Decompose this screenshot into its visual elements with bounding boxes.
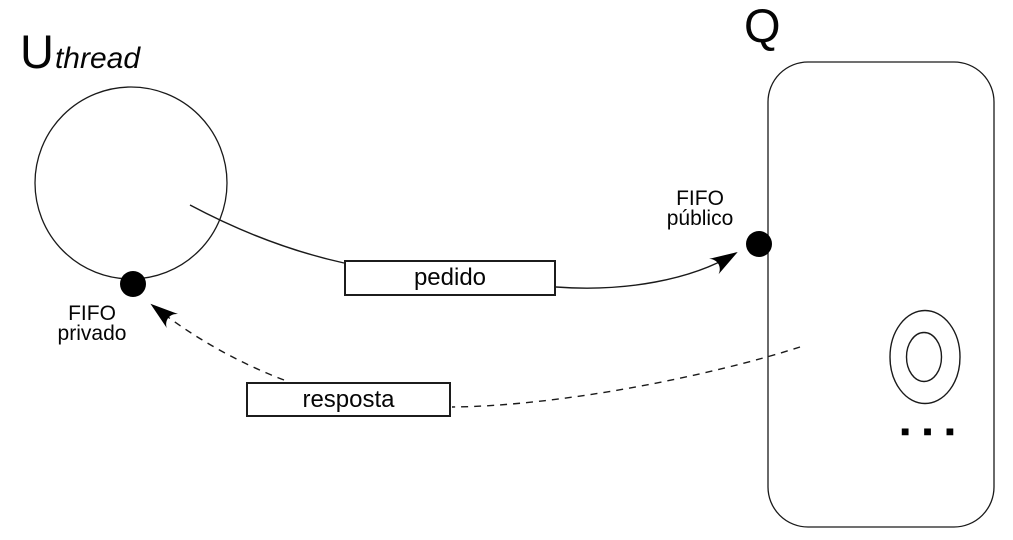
- fifo-public-label: FIFO público: [645, 187, 755, 230]
- server-worker-outer-ellipse: [889, 309, 961, 405]
- server-worker-inner-ellipse: [905, 331, 943, 383]
- fifo-private-label-line2: privado: [57, 322, 127, 345]
- fifo-public-label-line2: público: [666, 207, 734, 230]
- response-message-label: resposta: [302, 385, 395, 413]
- fifo-private-label: FIFO privado: [37, 302, 147, 345]
- request-line-segment-2: [555, 251, 738, 289]
- fifo-public-label-line1: FIFO: [676, 187, 724, 210]
- response-line-segment-1: [451, 346, 801, 408]
- fifo-private-label-line1: FIFO: [68, 302, 116, 325]
- response-line-segment-2: [150, 303, 285, 381]
- request-message-box: pedido: [344, 260, 556, 296]
- request-line-segment-1: [189, 204, 345, 264]
- more-workers-indicator: ■ ■ ■: [901, 423, 960, 439]
- client-thread-circle: [34, 86, 228, 280]
- server-queue-label: Q: [744, 0, 781, 52]
- response-message-box: resposta: [246, 382, 451, 417]
- fifo-public-dot: [746, 231, 772, 257]
- client-thread-label: U thread: [20, 28, 140, 75]
- server-queue-rect: [767, 61, 995, 528]
- fifo-private-dot: [120, 271, 146, 297]
- request-message-label: pedido: [413, 264, 487, 291]
- client-label-subscript: thread: [54, 42, 141, 75]
- client-label-main: U: [20, 25, 54, 78]
